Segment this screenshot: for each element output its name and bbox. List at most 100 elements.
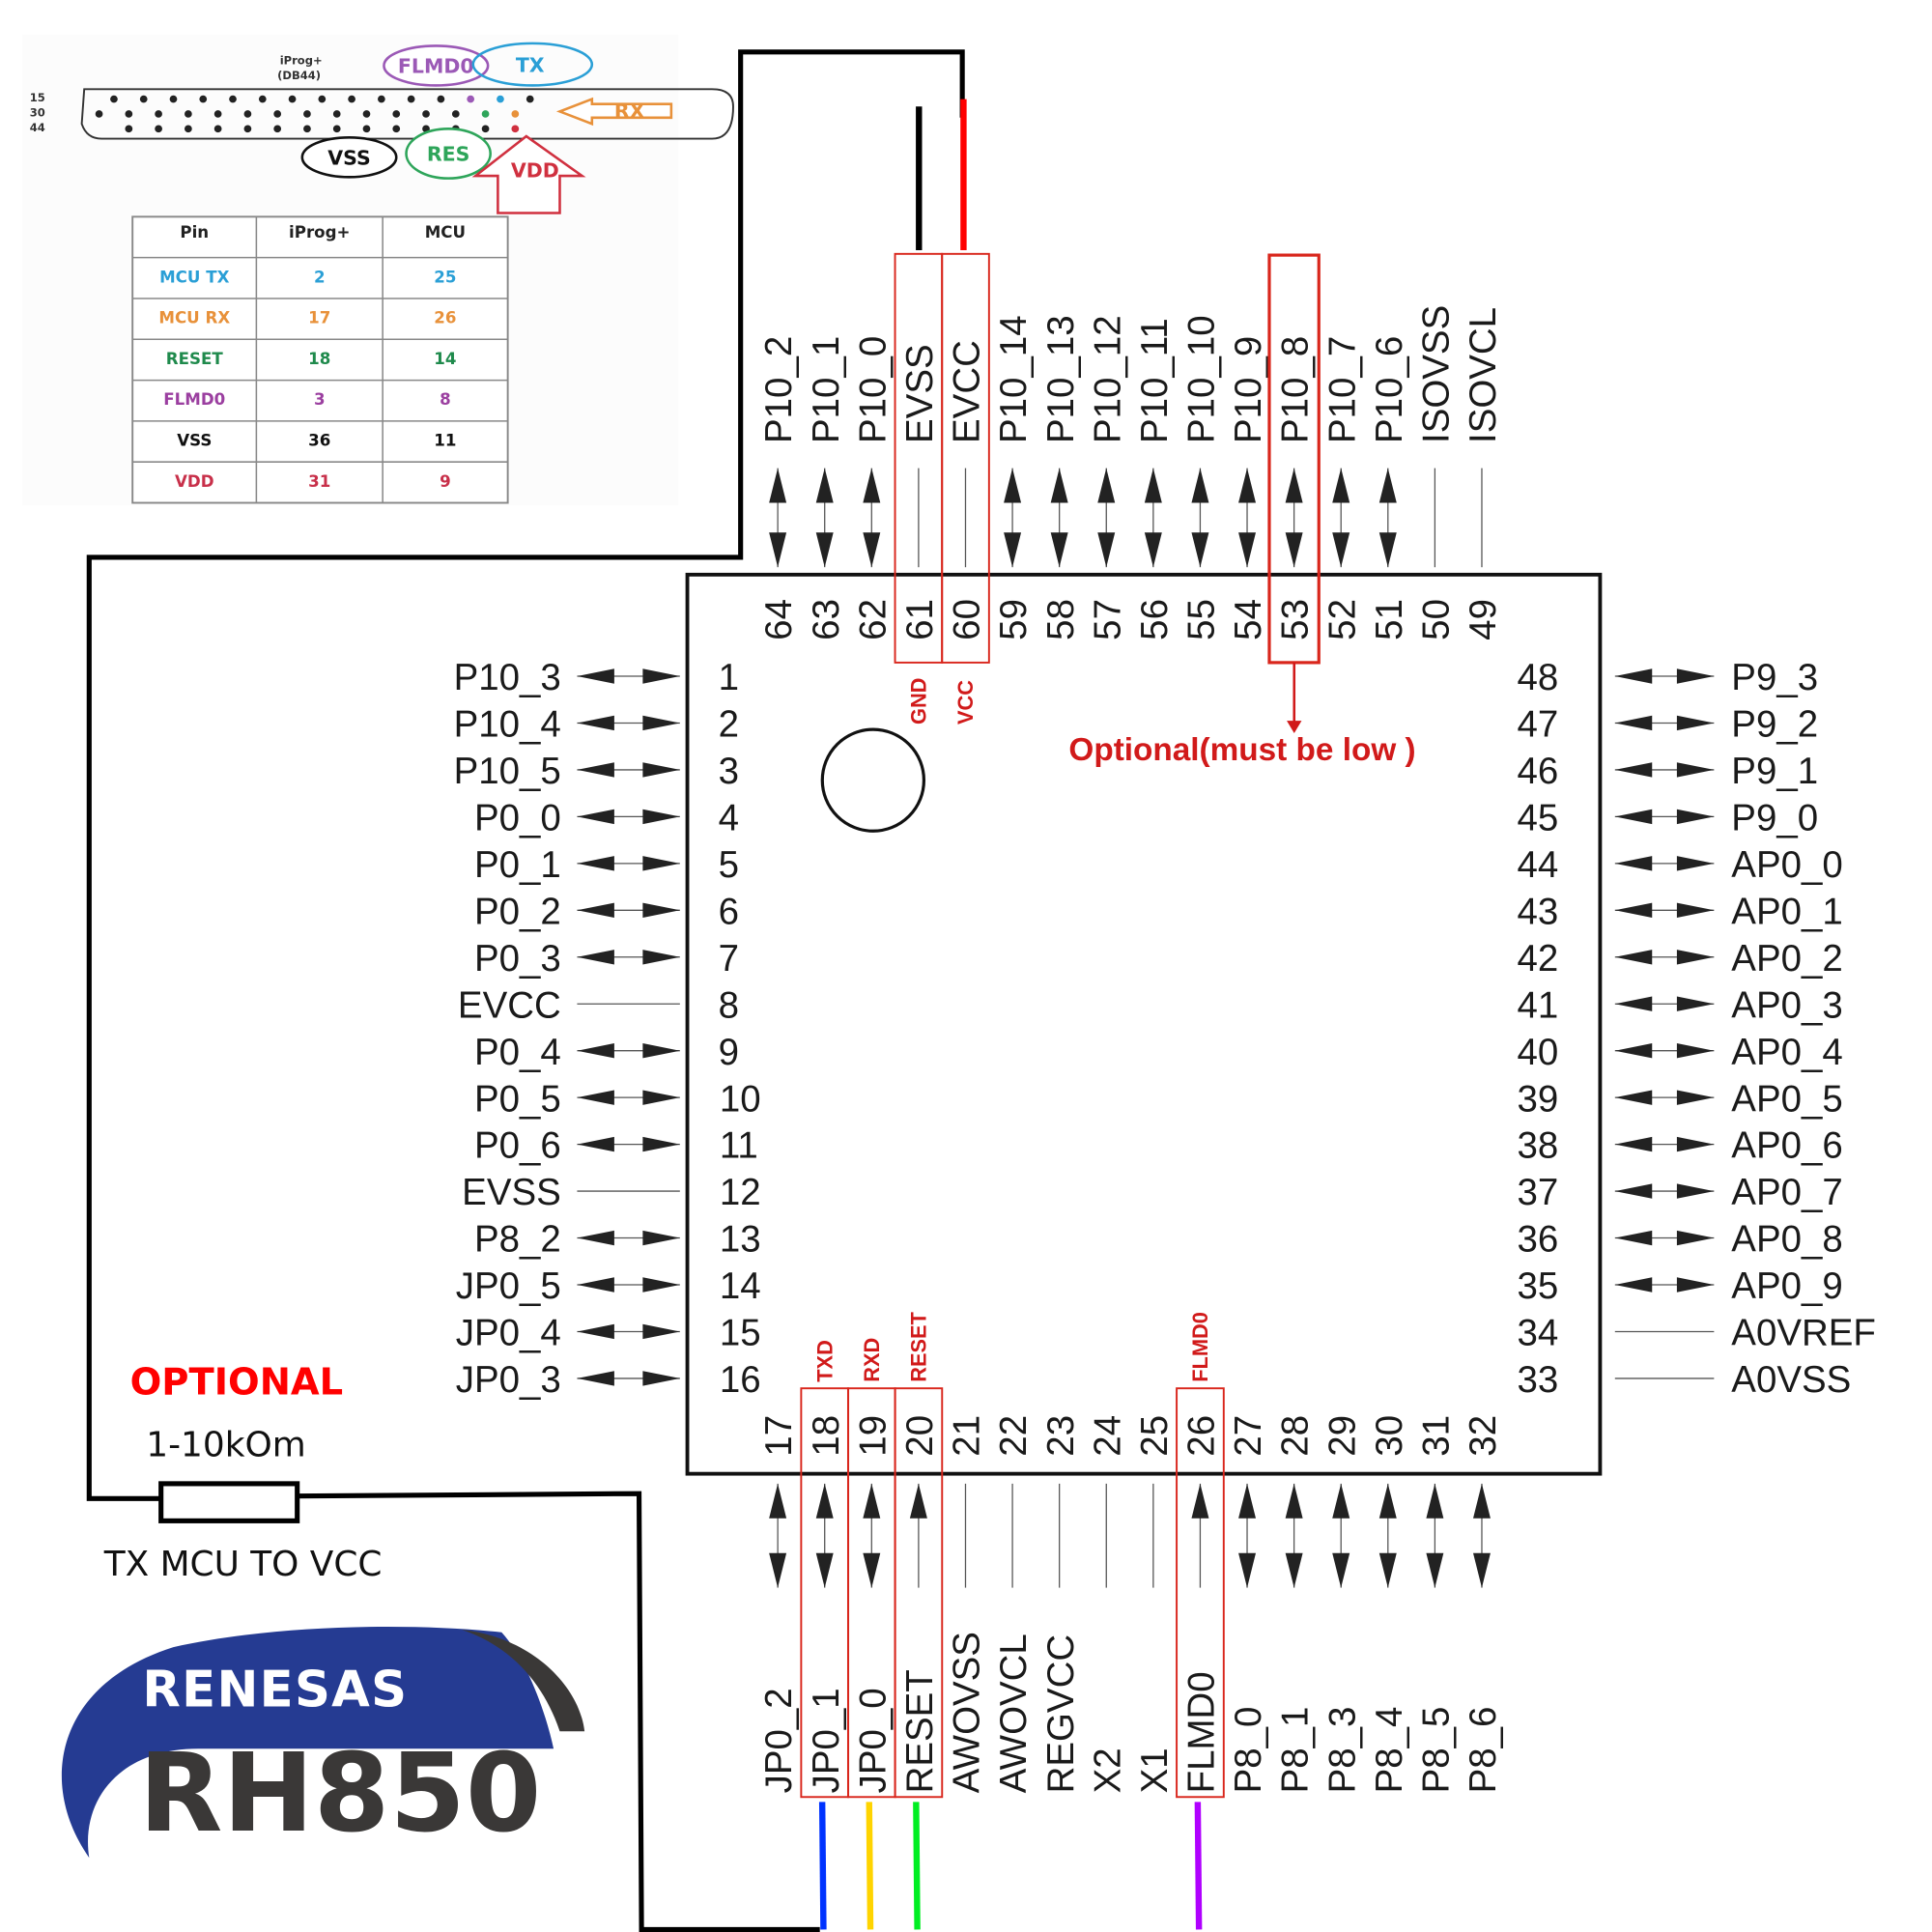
- pin-number: 61: [899, 599, 941, 640]
- table-cell: 17: [308, 309, 330, 327]
- pin-name: P10_5: [454, 751, 561, 792]
- table-cell: MCU RX: [158, 309, 230, 327]
- pin-number: 48: [1518, 657, 1559, 698]
- pin-number: 57: [1087, 599, 1128, 640]
- arrow-down-icon: [1004, 532, 1022, 568]
- pin-number: 3: [719, 751, 739, 792]
- table-frame: [131, 215, 509, 504]
- pin-number: 23: [1040, 1415, 1082, 1457]
- table-header: MCU: [425, 223, 466, 242]
- pin-name: JP0_1: [806, 1688, 847, 1793]
- pin-32: P8_632: [1463, 1415, 1504, 1793]
- pin-46: P9_146: [1518, 751, 1819, 792]
- pin-name: P10_7: [1321, 336, 1363, 443]
- arrow-up-icon: [769, 1483, 787, 1519]
- pin-name: P0_2: [474, 891, 561, 932]
- arrow-left-icon: [1614, 1136, 1653, 1152]
- vss-callout: [300, 136, 398, 179]
- arrow-down-icon: [1332, 1552, 1350, 1588]
- arrow-up-icon: [1426, 1483, 1444, 1519]
- connector-pin-dot: [125, 110, 133, 118]
- pin-number: 37: [1518, 1172, 1559, 1213]
- pin-name: AP0_3: [1731, 984, 1842, 1026]
- pin-number: 55: [1181, 599, 1223, 640]
- arrow-up-icon: [1238, 1483, 1256, 1519]
- arrow-right-icon: [642, 1043, 680, 1059]
- pin-28: P8_128: [1275, 1415, 1317, 1793]
- pin-number: 27: [1228, 1415, 1269, 1457]
- arrow-down-icon: [1144, 532, 1162, 568]
- pin-number: 21: [947, 1415, 988, 1457]
- pin-name: P8_2: [474, 1219, 561, 1261]
- connector-pin-dot: [185, 110, 192, 118]
- pin-number: 41: [1518, 984, 1559, 1026]
- tx-callout: [471, 42, 594, 87]
- pin-name: P8_1: [1275, 1707, 1317, 1794]
- arrow-left-icon: [577, 1136, 614, 1152]
- arrow-down-icon: [1191, 532, 1209, 568]
- arrow-right-icon: [642, 668, 680, 684]
- arrow-up-icon: [1378, 468, 1397, 503]
- arrow-down-icon: [1332, 532, 1350, 568]
- pin-number: 1: [719, 657, 739, 698]
- connector-pin-dot: [273, 125, 282, 133]
- arrow-left-icon: [1614, 809, 1653, 825]
- rx-callout-label: RX: [614, 99, 645, 123]
- p10-8-note: Optional(must be low ): [1068, 732, 1415, 768]
- connector-pin-dot: [95, 110, 103, 118]
- pin-number: 18: [806, 1415, 847, 1457]
- row-label-44: 44: [30, 121, 45, 134]
- connector-pin-dot: [303, 125, 311, 133]
- mcu-pins: P10_264P10_163P10_062EVSS61GNDEVCC60VCCP…: [454, 305, 1876, 1930]
- pin-number: 12: [720, 1172, 761, 1213]
- res-callout-label: RES: [427, 143, 470, 166]
- connector-pin-dot: [125, 125, 133, 133]
- arrow-right-icon: [1676, 856, 1715, 871]
- pin-name: JP0_0: [852, 1688, 894, 1793]
- pin-33: A0VSS 33: [1518, 1359, 1852, 1401]
- arrow-left-icon: [1614, 1043, 1653, 1059]
- pin-number: 45: [1518, 797, 1559, 838]
- pin-name: P10_4: [454, 704, 561, 746]
- pin-3: P10_5 3: [454, 751, 739, 792]
- pin-51: P10_651: [1369, 336, 1410, 640]
- arrow-up-icon: [1473, 1483, 1491, 1519]
- pin-number: 33: [1518, 1359, 1559, 1401]
- arrow-down-icon: [1285, 1552, 1303, 1588]
- pin-number: 54: [1228, 599, 1269, 640]
- connector-pin-dot: [110, 95, 118, 103]
- table-cell: 14: [434, 350, 456, 368]
- connector-pin-dot: [213, 110, 222, 118]
- arrow-right-icon: [1676, 762, 1715, 778]
- arrow-right-icon: [1676, 950, 1715, 965]
- wire-txd: [818, 1802, 827, 1930]
- logo-product: RH850: [139, 1729, 542, 1857]
- arrow-right-icon: [642, 1277, 680, 1293]
- arrow-up-icon: [1050, 468, 1068, 503]
- arrow-down-icon: [863, 532, 881, 568]
- pin-note-reset: RESET: [907, 1311, 931, 1381]
- pin-name: P0_1: [474, 844, 561, 886]
- pin-number: 52: [1321, 599, 1363, 640]
- pin-41: AP0_3 41: [1518, 984, 1843, 1026]
- highlight-box-reset: [894, 1387, 944, 1799]
- pin-name: A0VSS: [1731, 1359, 1851, 1401]
- arrow-right-icon: [1676, 1183, 1715, 1199]
- pin-number: 49: [1463, 599, 1504, 640]
- connector-pins: [95, 95, 534, 133]
- connector-pin-dot: [378, 95, 385, 103]
- connector-pin-dot: [422, 110, 430, 118]
- arrow-down-icon: [769, 532, 787, 568]
- pin-name: P10_13: [1040, 315, 1082, 443]
- arrow-down-icon: [863, 1552, 881, 1588]
